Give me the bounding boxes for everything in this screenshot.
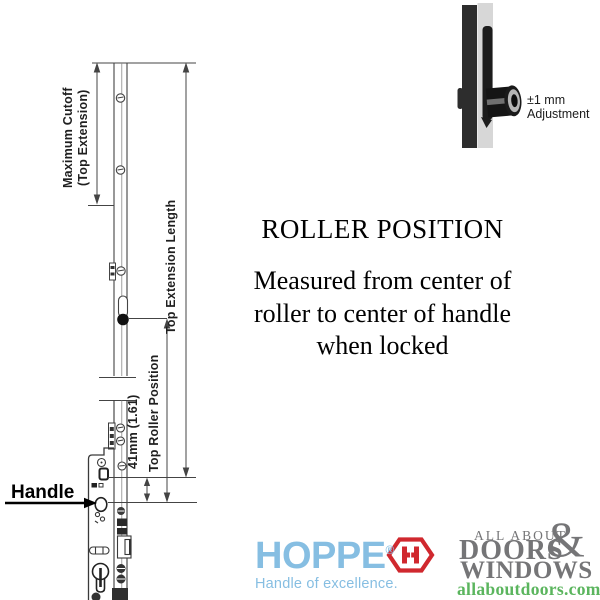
aadw-all-about: ALL ABOUT xyxy=(474,528,567,543)
dimension-lines xyxy=(88,62,197,503)
latch-bolt xyxy=(116,535,132,559)
cylinder-keyhole xyxy=(91,562,110,593)
hoppe-wordmark: HOPPE® xyxy=(255,535,395,577)
aadw-windows: WINDOWS xyxy=(460,557,593,584)
heading-body-line1: Measured from center of xyxy=(253,266,512,295)
heading-body-line2: roller to center of handle xyxy=(254,298,511,328)
mounting-tab xyxy=(108,422,116,450)
hoppe-hexagon-icon xyxy=(386,537,435,573)
hoppe-tagline: Handle of excellence. xyxy=(255,576,398,592)
handle-hub xyxy=(94,496,108,513)
registered-trademark-icon: ® xyxy=(385,543,395,557)
aadw-website: allaboutdoors.com xyxy=(457,579,600,599)
screw-icon xyxy=(115,93,126,276)
rail-break xyxy=(99,376,136,402)
mounting-tab xyxy=(109,262,116,281)
inset-caption-line1: ±1 mm xyxy=(527,93,566,107)
label-maximum-cutoff: Maximum Cutoff xyxy=(61,87,75,189)
top-extension-rail xyxy=(92,62,196,402)
inset-roller-cam xyxy=(485,85,522,118)
roller-inset-photo xyxy=(457,3,522,148)
label-handle: Handle xyxy=(11,482,75,503)
aadw-ampersand: & xyxy=(546,511,585,567)
hoppe-logo: HOPPE® Handle of excellence. xyxy=(255,531,440,592)
heading-title: ROLLER POSITION xyxy=(261,214,504,244)
label-top-extension-parenthetical: (Top Extension) xyxy=(76,89,90,187)
handle-arrow xyxy=(5,497,97,509)
gear-body xyxy=(87,400,132,600)
aadw-doors: DOORS xyxy=(459,535,564,566)
aadw-logo: ALL ABOUT & DOORS WINDOWS allaboutdoors.… xyxy=(455,514,600,599)
case-screw-hole xyxy=(96,457,107,468)
label-roller-offset-41mm: 41mm (1.61) xyxy=(126,394,140,470)
heading-body-line3: when locked xyxy=(316,331,449,360)
roller-position-heading: ROLLER POSITION Measured from center of … xyxy=(215,214,550,363)
inset-caption: ±1 mm Adjustment xyxy=(527,93,590,121)
top-roller xyxy=(117,313,129,326)
inset-caption-line2: Adjustment xyxy=(527,107,590,121)
lock-case xyxy=(87,447,114,600)
label-top-extension-length: Top Extension Length xyxy=(164,199,178,334)
case-slot xyxy=(98,467,109,481)
label-top-roller-position: Top Roller Position xyxy=(147,354,161,472)
